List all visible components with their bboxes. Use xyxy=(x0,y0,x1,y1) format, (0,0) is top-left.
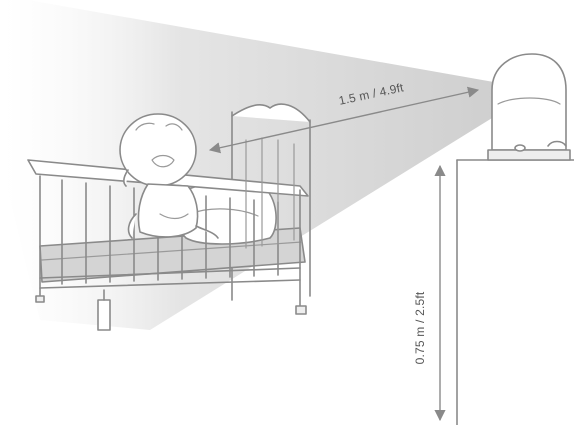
height-label: 0.75 m / 2.5ft xyxy=(413,291,427,364)
baby-monitor-camera xyxy=(488,54,570,160)
table xyxy=(457,160,574,425)
